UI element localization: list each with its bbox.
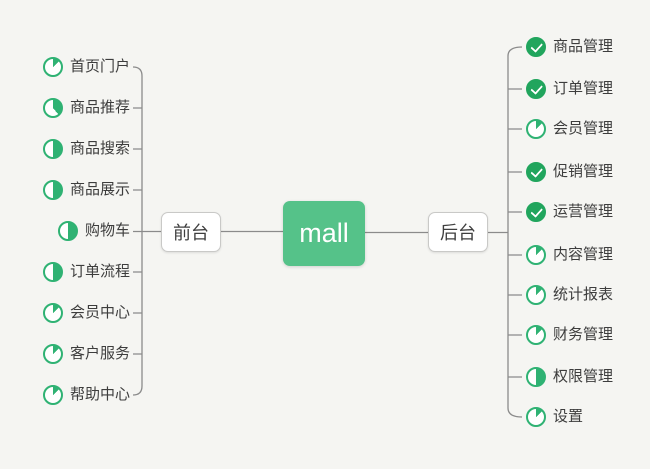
topic-label: 权限管理 bbox=[553, 368, 614, 385]
topic-label: 商品展示 bbox=[69, 181, 130, 198]
topic-item[interactable]: 运营管理 bbox=[526, 199, 613, 225]
topic-label: 设置 bbox=[553, 408, 584, 425]
topic-label: 订单流程 bbox=[69, 263, 130, 280]
topic-item[interactable]: 会员中心 bbox=[42, 300, 130, 326]
topic-label: 运营管理 bbox=[553, 203, 614, 220]
topic-item[interactable]: 首页门户 bbox=[42, 54, 130, 80]
topic-item[interactable]: 设置 bbox=[526, 404, 583, 430]
topic-label: 商品搜索 bbox=[69, 140, 130, 157]
topic-label: 会员中心 bbox=[69, 304, 130, 321]
progress-pie-icon bbox=[42, 139, 63, 159]
progress-pie-icon bbox=[526, 285, 546, 305]
branch-topic-back[interactable]: 后台 bbox=[428, 212, 488, 252]
branch-topic-front[interactable]: 前台 bbox=[161, 212, 221, 252]
topic-label: 客户服务 bbox=[69, 345, 130, 362]
topic-label: 财务管理 bbox=[553, 326, 614, 343]
topic-label: 会员管理 bbox=[553, 120, 614, 137]
progress-pie-icon bbox=[526, 325, 546, 345]
topic-label: 促销管理 bbox=[553, 163, 614, 180]
progress-pie-icon bbox=[526, 367, 546, 387]
progress-pie-icon bbox=[42, 98, 63, 118]
topic-label: 首页门户 bbox=[69, 58, 130, 75]
branch-label: 后台 bbox=[440, 223, 476, 243]
progress-pie-icon bbox=[42, 344, 63, 364]
branch-label: 前台 bbox=[173, 223, 209, 243]
progress-pie-icon bbox=[42, 57, 63, 77]
topic-label: 购物车 bbox=[84, 222, 130, 239]
topic-item[interactable]: 商品搜索 bbox=[42, 136, 130, 162]
progress-done-icon bbox=[526, 202, 546, 222]
topic-item[interactable]: 商品管理 bbox=[526, 34, 613, 60]
topic-label: 帮助中心 bbox=[69, 386, 130, 403]
topic-item[interactable]: 订单流程 bbox=[42, 259, 130, 285]
topic-item[interactable]: 统计报表 bbox=[526, 282, 613, 308]
topic-item[interactable]: 商品推荐 bbox=[42, 95, 130, 121]
topic-item[interactable]: 财务管理 bbox=[526, 322, 613, 348]
progress-pie-icon bbox=[42, 262, 63, 282]
topic-item[interactable]: 权限管理 bbox=[526, 364, 613, 390]
topic-item[interactable]: 订单管理 bbox=[526, 76, 613, 102]
topic-label: 订单管理 bbox=[553, 80, 614, 97]
topic-label: 内容管理 bbox=[553, 246, 614, 263]
topic-item[interactable]: 客户服务 bbox=[42, 341, 130, 367]
topic-label: 商品推荐 bbox=[69, 99, 130, 116]
progress-pie-icon bbox=[57, 221, 78, 241]
progress-pie-icon bbox=[526, 245, 546, 265]
progress-done-icon bbox=[526, 37, 546, 57]
topic-item[interactable]: 帮助中心 bbox=[42, 382, 130, 408]
root-topic[interactable]: mall bbox=[283, 201, 365, 266]
progress-done-icon bbox=[526, 162, 546, 182]
topic-item[interactable]: 商品展示 bbox=[42, 177, 130, 203]
root-label: mall bbox=[299, 218, 349, 248]
topic-item[interactable]: 购物车 bbox=[57, 218, 130, 244]
progress-pie-icon bbox=[42, 180, 63, 200]
topic-item[interactable]: 会员管理 bbox=[526, 116, 613, 142]
topic-label: 商品管理 bbox=[553, 38, 614, 55]
progress-pie-icon bbox=[526, 407, 546, 427]
topic-item[interactable]: 促销管理 bbox=[526, 159, 613, 185]
progress-done-icon bbox=[526, 79, 546, 99]
progress-pie-icon bbox=[42, 303, 63, 323]
topic-label: 统计报表 bbox=[553, 286, 614, 303]
topic-item[interactable]: 内容管理 bbox=[526, 242, 613, 268]
progress-pie-icon bbox=[526, 119, 546, 139]
progress-pie-icon bbox=[42, 385, 63, 405]
